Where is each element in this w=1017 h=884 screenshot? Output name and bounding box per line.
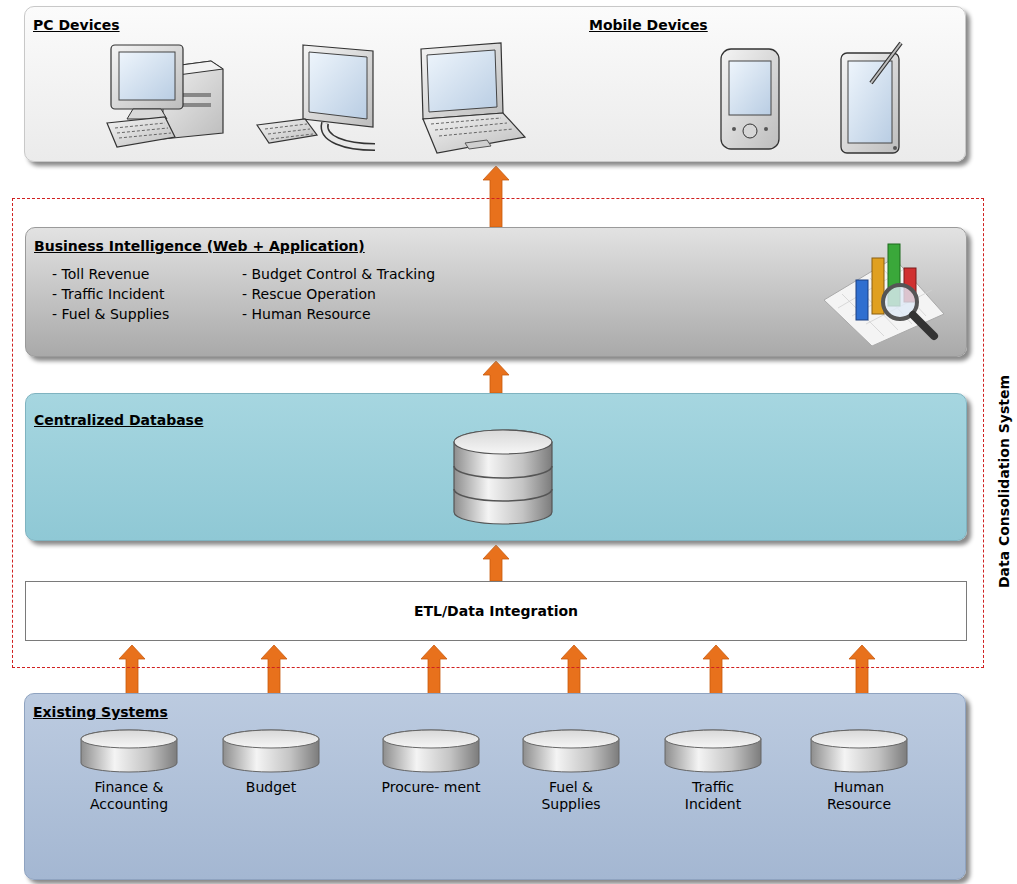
text-holder: - Rescue Operation: [242, 284, 376, 303]
node-text: Centralized Database: [34, 411, 203, 429]
text-holder: Fuel & Supplies: [521, 779, 621, 813]
node-text: Existing Systems: [33, 703, 168, 721]
device-icons: [25, 7, 965, 161]
node-text: Finance & Accounting: [79, 779, 179, 813]
text-holder: Human Resource: [809, 779, 909, 813]
source-database: Procure- ment: [381, 729, 487, 819]
cylinder-shape: [809, 729, 909, 775]
cylinder-shape: [79, 729, 179, 775]
source-database: Traffic Incident: [663, 729, 769, 819]
list-item: - Budget Control & Tracking: [242, 265, 435, 283]
node-text: Business Intelligence (Web + Application…: [34, 237, 365, 255]
source-database: Fuel & Supplies: [521, 729, 627, 819]
flow-arrow: [483, 166, 509, 227]
cylinder-shape: [381, 729, 481, 775]
node-text: ETL/Data Integration: [414, 602, 578, 620]
system-boundary: Business Intelligence (Web + Application…: [12, 198, 984, 668]
text-holder: - Fuel & Supplies: [52, 304, 169, 323]
list-item: - Traffic Incident: [52, 285, 164, 303]
node-text: Human Resource: [809, 779, 909, 813]
text-holder: - Toll Revenue: [52, 264, 149, 283]
node-text: Procure- ment: [381, 779, 481, 796]
text-holder: Finance & Accounting: [79, 779, 179, 813]
list-item: - Rescue Operation: [242, 285, 376, 303]
text-holder: - Traffic Incident: [52, 284, 164, 303]
node-text: Fuel & Supplies: [521, 779, 621, 813]
source-database: Budget: [221, 729, 327, 819]
device-panel: PC Devices Mobile Devices: [24, 6, 966, 162]
text-holder: - Human Resource: [242, 304, 371, 323]
list-item: Mobile Devices: [589, 16, 708, 34]
source-panel: Finance & Accounting Budget Procure- ment F…: [24, 693, 966, 880]
cylinder-shape: [521, 729, 621, 775]
flow-arrow: [483, 361, 509, 393]
node-text: Traffic Incident: [663, 779, 763, 813]
list-item: - Toll Revenue: [52, 265, 149, 283]
text-holder: Budget: [221, 779, 321, 796]
text-holder: ETL/Data Integration: [26, 582, 966, 640]
flow-arrow: [483, 545, 509, 581]
text-holder: Procure- ment: [381, 779, 481, 796]
source-database: Human Resource: [809, 729, 915, 819]
layer-box: ETL/Data Integration: [25, 581, 967, 641]
text-holder: Centralized Database: [34, 410, 203, 429]
text-holder: Existing Systems: [33, 702, 168, 721]
text-holder: Mobile Devices: [589, 15, 708, 34]
text-holder: - Budget Control & Tracking: [242, 264, 435, 283]
list-item: - Fuel & Supplies: [52, 305, 169, 323]
text-holder: Business Intelligence (Web + Application…: [34, 236, 365, 255]
layer-box: Business Intelligence (Web + Application…: [25, 227, 967, 357]
node-text: Budget: [221, 779, 321, 796]
layer-box: Centralized Database: [25, 393, 967, 541]
node-text: Data Consolidation System: [995, 375, 1013, 588]
list-item: - Human Resource: [242, 305, 371, 323]
cylinder-shape: [221, 729, 321, 775]
text-holder: Data Consolidation System: [994, 375, 1013, 588]
cylinder-shape: [663, 729, 763, 775]
text-holder: Traffic Incident: [663, 779, 763, 813]
node-text: PC Devices: [33, 16, 120, 34]
source-database: Finance & Accounting: [79, 729, 185, 819]
text-holder: PC Devices: [33, 15, 120, 34]
